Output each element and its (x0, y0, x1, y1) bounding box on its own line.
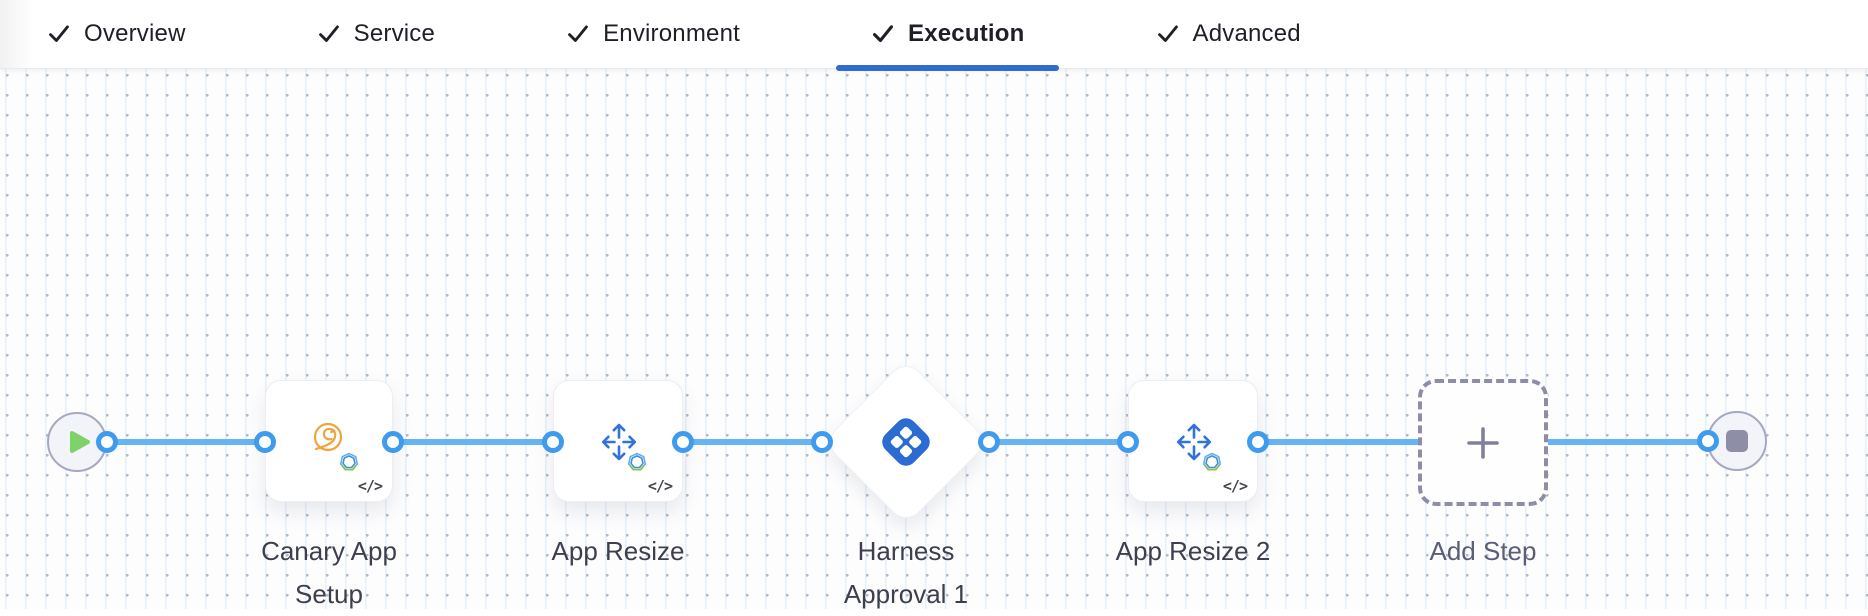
check-icon (49, 25, 69, 42)
connector-point[interactable] (254, 431, 276, 453)
tab-advanced-label: Advanced (1192, 20, 1301, 47)
tab-execution[interactable]: Execution (836, 0, 1059, 71)
check-icon (1157, 25, 1178, 42)
stop-icon (1726, 430, 1748, 452)
stage-config-tabbar: Overview Service Environment Execution A… (0, 0, 1868, 71)
active-tab-underline (836, 65, 1059, 71)
canary-icon (313, 422, 343, 452)
check-icon (318, 25, 339, 42)
connector-point[interactable] (672, 431, 694, 453)
tab-execution-label: Execution (908, 20, 1025, 47)
tab-advanced[interactable]: Advanced (1155, 0, 1301, 68)
tanzu-badge-icon (339, 452, 359, 471)
tab-overview[interactable]: Overview (46, 0, 186, 68)
connector-point[interactable] (542, 431, 564, 453)
tab-environment-label: Environment (603, 20, 740, 47)
step-node-app-resize[interactable]: </> (553, 380, 683, 502)
step-label-add-step: Add Step (1429, 536, 1537, 566)
connector-point[interactable] (1697, 430, 1719, 452)
step-node-app-resize-2[interactable]: </> (1128, 380, 1258, 502)
code-template-icon: </> (1222, 477, 1248, 495)
step-node-canary-app-setup[interactable]: </> (265, 380, 393, 502)
code-template-icon: </> (647, 477, 673, 495)
step-label-harness-approval-1: Harness Approval 1 (843, 536, 969, 609)
connector-point[interactable] (978, 431, 1000, 453)
step-label-app-resize-2: App Resize 2 (1115, 536, 1271, 566)
connector-point[interactable] (1117, 431, 1139, 453)
pipeline-canvas[interactable]: </> </> (0, 69, 1868, 609)
connector-point[interactable] (811, 431, 833, 453)
tab-environment[interactable]: Environment (565, 0, 740, 68)
check-icon (872, 25, 894, 43)
tanzu-badge-icon (627, 452, 647, 471)
tab-service-label: Service (353, 20, 436, 47)
pipeline-start-node[interactable] (47, 412, 107, 472)
tanzu-badge-icon (1202, 452, 1222, 471)
connector-point[interactable] (1247, 431, 1269, 453)
resize-arrows-icon (601, 423, 637, 461)
tab-overview-label: Overview (84, 20, 186, 47)
connector-point[interactable] (382, 431, 404, 453)
play-icon (70, 431, 90, 453)
code-template-icon: </> (357, 477, 383, 495)
step-label-canary-app-setup: Canary App Setup (261, 536, 397, 609)
step-label-app-resize: App Resize (551, 536, 685, 566)
plus-icon (1467, 426, 1499, 459)
approval-node-harness-approval-1[interactable] (822, 358, 990, 526)
tab-service[interactable]: Service (316, 0, 435, 68)
resize-arrows-icon (1176, 423, 1212, 461)
check-icon (568, 25, 588, 42)
connector-point[interactable] (96, 431, 118, 453)
add-step-button[interactable] (1418, 379, 1548, 506)
harness-logo-icon (882, 418, 930, 466)
